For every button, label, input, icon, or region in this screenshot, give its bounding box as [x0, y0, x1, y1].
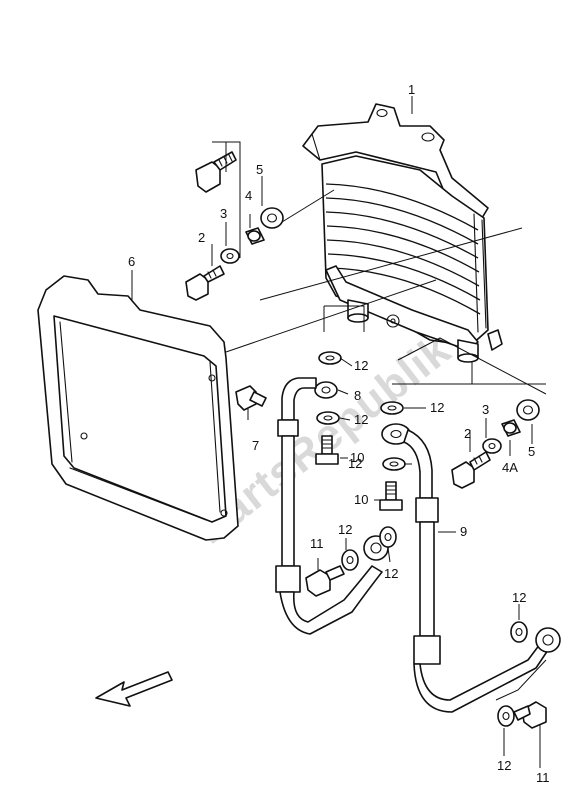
grommet-5-right: [516, 399, 540, 421]
callout-10-b: 10: [354, 492, 368, 507]
callout-5-right: 5: [528, 444, 535, 459]
callout-12-c: 12: [430, 400, 444, 415]
washer-12-e: [341, 549, 359, 571]
callout-11-right: 11: [536, 770, 550, 785]
callout-9: 9: [460, 524, 467, 539]
callout-7: 7: [252, 438, 259, 453]
callout-12-g: 12: [512, 590, 526, 605]
callout-5-left: 5: [256, 162, 263, 177]
front-direction-arrow: [95, 671, 173, 707]
callout-2-right: 2: [464, 426, 471, 441]
hose-left: [275, 377, 389, 635]
bolt-2-right: [451, 451, 491, 489]
callout-4: 4: [245, 188, 252, 203]
collar-4: [245, 227, 265, 245]
callout-labels: 1 2 3 4 5 6 7 8 12 12 10 12 12 10 2 3 4A…: [128, 82, 550, 785]
washer-12-h: [497, 705, 515, 727]
grommet-5-left: [260, 207, 284, 229]
callout-2-left: 2: [198, 230, 205, 245]
callout-12-b: 12: [354, 412, 368, 427]
callout-8: 8: [354, 388, 361, 403]
washer-12-d: [382, 457, 406, 471]
leader-lines: [131, 96, 547, 768]
callout-12-f: 12: [384, 566, 398, 581]
washer-12-a: [318, 351, 342, 365]
callout-12-h: 12: [497, 758, 511, 773]
washer-12-f: [379, 526, 397, 548]
union-bolt-10-b: [379, 481, 403, 511]
washer-3-right: [482, 438, 502, 454]
washer-12-g: [510, 621, 528, 643]
callout-12-e: 12: [338, 522, 352, 537]
upper-bolt: [195, 151, 237, 193]
callout-6: 6: [128, 254, 135, 269]
hose-right: [381, 423, 561, 713]
callout-10-a: 10: [350, 450, 364, 465]
washer-12-b: [316, 411, 340, 425]
oil-cooler: [302, 103, 503, 363]
callout-4A: 4A: [502, 460, 518, 475]
callout-12-d: 12: [348, 456, 362, 471]
washer-3-left: [220, 248, 240, 264]
callout-3-left: 3: [220, 206, 227, 221]
collar-4A: [501, 419, 521, 437]
callout-11-left: 11: [310, 536, 324, 551]
washer-12-c: [380, 401, 404, 415]
bolt-7: [235, 385, 267, 411]
union-bolt-8: [314, 381, 338, 399]
bolt-11-left: [305, 565, 345, 597]
bolt-2-left: [185, 265, 225, 301]
bolt-11-right: [513, 701, 547, 729]
union-bolt-10-a: [315, 435, 339, 465]
callout-12-a: 12: [354, 358, 368, 373]
callout-1: 1: [408, 82, 415, 97]
callout-3-right: 3: [482, 402, 489, 417]
cooler-cover-frame: [37, 275, 239, 541]
